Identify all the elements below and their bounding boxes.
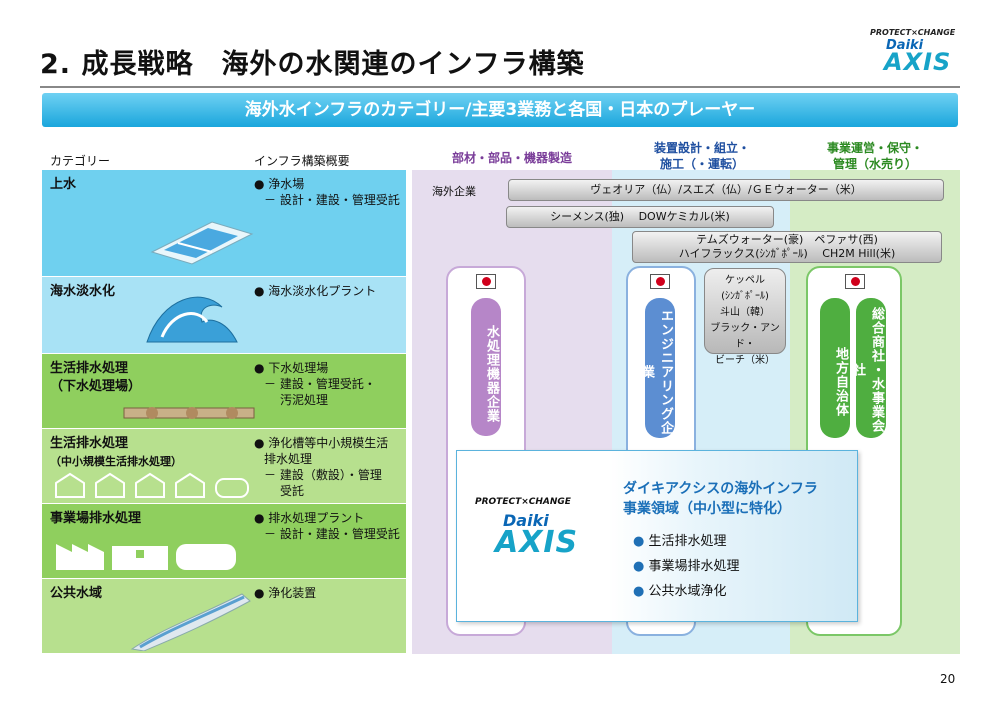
japan-localgov-label: 地方自治体 <box>820 298 850 438</box>
wave-illustration <box>146 296 238 343</box>
company-logo: PROTECT×CHANGE Daiki AXIS <box>862 28 972 84</box>
overview-sub: 汚泥処理 <box>280 393 329 407</box>
overview-bullet: ● 浄化装置 <box>254 586 317 600</box>
category-row: 事業場排水処理 ● 排水処理プラント － 設計・建設・管理受託 <box>42 504 406 578</box>
highlight-logo: PROTECT×CHANGE Daiki AXIS <box>469 497 609 561</box>
header-design-line1: 装置設計・組立・ <box>653 141 750 155</box>
category-row: 生活排水処理 （中小規模生活排水処理） ● 浄化槽等中小規模生活 排水処理 － … <box>42 429 406 503</box>
overview-sub: 排水処理 <box>264 452 313 466</box>
overview-bullet: ● 浄水場 <box>254 177 305 191</box>
keppel-box: ケッペル (ｼﾝｶﾞﾎﾟｰﾙ) 斗山（韓） ブラック・アンド・ ビーチ（米） <box>704 268 786 366</box>
overview-sub: － 建設・管理受託・ <box>264 377 376 391</box>
section-banner: 海外水インフラのカテゴリー/主要3業務と各国・日本のプレーヤー <box>42 93 958 127</box>
daiki-highlight-box: PROTECT×CHANGE Daiki AXIS ダイキアクシスの海外インフラ… <box>456 450 858 622</box>
page-title: 2. 成長戦略 海外の水関連のインフラ構築 <box>40 49 585 80</box>
highlight-logo-axis: AXIS <box>495 525 579 560</box>
logo-axis: AXIS <box>884 48 952 76</box>
category-label: 生活排水処理 （下水処理場） <box>50 360 141 396</box>
category-row: 上水 ● 浄水場 － 設計・建設・管理受託 <box>42 170 406 276</box>
overseas-bar-line1: テムズウォーター(豪) ペファサ(西) <box>696 233 878 246</box>
overseas-bar-siemens: シーメンス(独) DOWケミカル(米) <box>506 206 774 228</box>
category-label-line1: 生活排水処理 <box>50 361 129 376</box>
highlight-item: ● 生活排水処理 <box>633 534 727 549</box>
japan-engineering-label: エンジニアリング企業 <box>639 298 675 438</box>
category-row: 生活排水処理 （下水処理場） ● 下水処理場 － 建設・管理受託・ 汚泥処理 <box>42 354 406 428</box>
title-divider <box>40 86 960 88</box>
overseas-bar-line2: ハイフラックス(ｼﾝｶﾞﾎﾟｰﾙ) CH2M Hill(米) <box>678 247 896 260</box>
highlight-logo-daiki: Daiki <box>503 511 549 530</box>
factory-illustration <box>56 544 236 570</box>
japan-flag-icon <box>650 274 670 289</box>
category-label: 海水淡水化 <box>50 284 116 299</box>
highlight-item-text: 生活排水処理 <box>648 534 727 549</box>
header-ops: 事業運営・保守・ 管理（水売り） <box>790 140 960 172</box>
category-label: 生活排水処理 （中小規模生活排水処理） <box>50 435 182 471</box>
overseas-label: 海外企業 <box>432 185 476 198</box>
category-label-line2: （下水処理場） <box>50 379 142 394</box>
overview-sub: 受託 <box>280 484 305 498</box>
category-overview: ● 海水淡水化プラント <box>254 283 376 299</box>
header-design: 装置設計・組立・ 施工（・運転） <box>612 140 792 172</box>
overview-sub: － 設計・建設・管理受託 <box>264 527 400 541</box>
category-label-line1: 生活排水処理 <box>50 436 129 451</box>
logo-tagline: PROTECT×CHANGE <box>870 28 956 37</box>
category-row: 公共水域 ● 浄化装置 <box>42 579 406 653</box>
highlight-title-line1: ダイキアクシスの海外インフラ <box>623 481 818 497</box>
overview-sub: － 設計・建設・管理受託 <box>264 193 400 207</box>
keppel-line: (ｼﾝｶﾞﾎﾟｰﾙ) <box>721 291 769 302</box>
highlight-list: ● 生活排水処理 ● 事業場排水処理 ● 公共水域浄化 <box>633 529 740 604</box>
page-number: 20 <box>940 672 956 686</box>
highlight-item-text: 公共水域浄化 <box>648 584 727 599</box>
keppel-line: ビーチ（米） <box>715 355 775 366</box>
overview-bullet: ● 下水処理場 <box>254 361 329 375</box>
highlight-item: ● 事業場排水処理 <box>633 559 740 574</box>
category-label: 上水 <box>50 177 77 192</box>
japan-maker-label: 水処理機器企業 <box>471 298 501 436</box>
highlight-item-text: 事業場排水処理 <box>648 559 740 574</box>
header-materials: 部材・部品・機器製造 <box>451 151 572 165</box>
category-label: 公共水域 <box>50 586 103 601</box>
japan-flag-icon <box>845 274 865 289</box>
overseas-bar-veolia: ヴェオリア（仏）/スエズ（仏）/ＧＥウォーター（米） <box>508 179 944 201</box>
header-ops-line1: 事業運営・保守・ <box>826 141 923 155</box>
highlight-title: ダイキアクシスの海外インフラ 事業領域（中小型に特化） <box>623 479 818 519</box>
keppel-line: ブラック・アンド・ <box>710 323 780 350</box>
waterway-illustration <box>130 593 251 651</box>
overview-bullet: ● 浄化槽等中小規模生活 <box>254 436 389 450</box>
sewage-plant-illustration <box>123 407 255 419</box>
category-label-line2: （中小規模生活排水処理） <box>50 455 182 468</box>
header-design-line2: 施工（・運転） <box>659 157 744 171</box>
category-label: 事業場排水処理 <box>50 511 142 526</box>
category-overview: ● 浄化槽等中小規模生活 排水処理 － 建設（敷設）・管理 受託 <box>254 435 388 499</box>
highlight-item: ● 公共水域浄化 <box>633 584 727 599</box>
overview-sub: － 建設（敷設）・管理 <box>264 468 382 482</box>
overseas-bar-thames: テムズウォーター(豪) ペファサ(西) ハイフラックス(ｼﾝｶﾞﾎﾟｰﾙ) CH… <box>632 231 942 263</box>
category-overview: ● 浄化装置 <box>254 585 316 601</box>
water-plant-illustration <box>150 221 254 265</box>
header-ops-line2: 管理（水売り） <box>832 157 917 171</box>
houses-illustration <box>55 472 249 498</box>
header-overview: インフラ構築概要 <box>254 154 350 168</box>
keppel-line: 斗山（韓） <box>720 307 770 318</box>
overview-bullet: ● 排水処理プラント <box>254 511 365 525</box>
header-category: カテゴリー <box>50 154 111 168</box>
japan-trading-label: 総合商社・水事業会社 <box>850 298 886 438</box>
category-overview: ● 下水処理場 － 建設・管理受託・ 汚泥処理 <box>254 360 376 408</box>
keppel-line: ケッペル <box>725 275 765 286</box>
category-overview: ● 排水処理プラント － 設計・建設・管理受託 <box>254 510 400 542</box>
category-overview: ● 浄水場 － 設計・建設・管理受託 <box>254 176 400 208</box>
highlight-title-line2: 事業領域（中小型に特化） <box>623 501 791 517</box>
overview-bullet: ● 海水淡水化プラント <box>254 284 377 298</box>
logo-daiki: Daiki <box>886 38 924 53</box>
japan-flag-icon <box>476 274 496 289</box>
highlight-logo-tagline: PROTECT×CHANGE <box>475 497 571 507</box>
category-row: 海水淡水化 ● 海水淡水化プラント <box>42 277 406 353</box>
